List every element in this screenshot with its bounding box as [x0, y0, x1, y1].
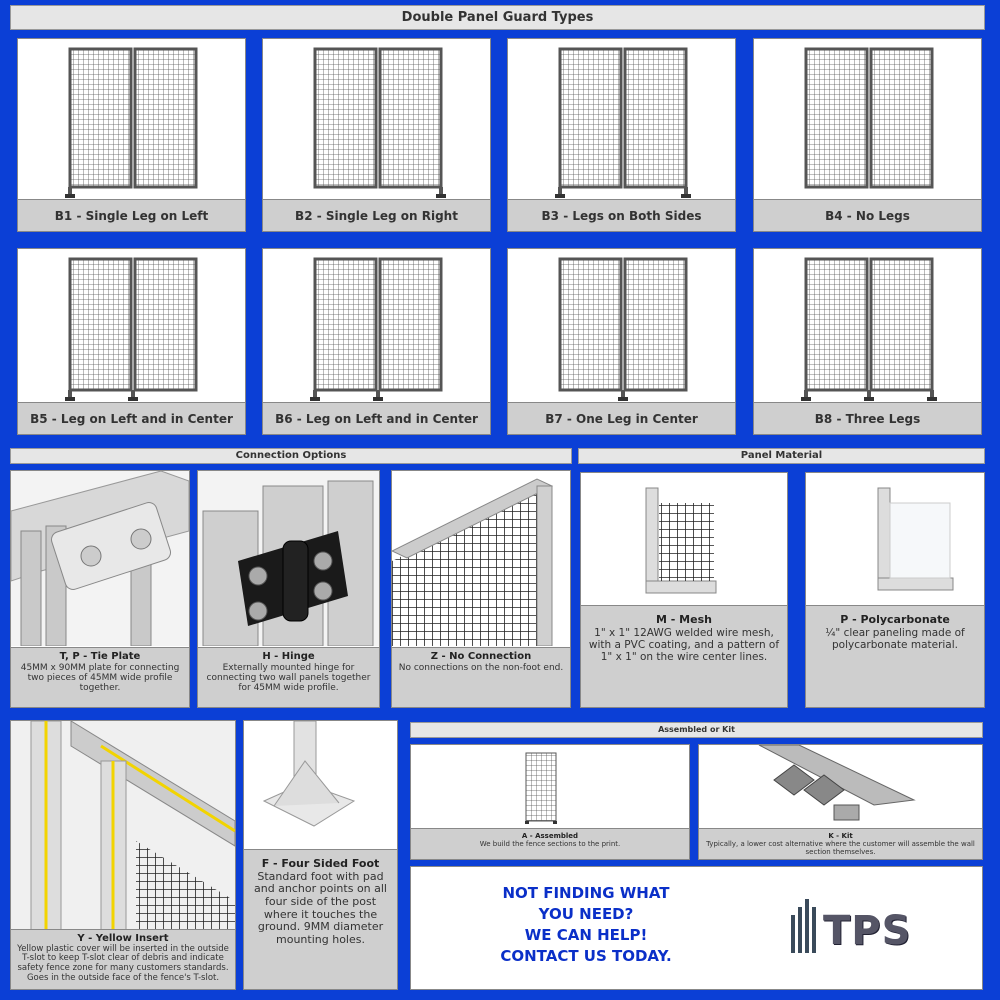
- guard-type-label: B2 - Single Leg on Right: [263, 199, 490, 231]
- logo-text: TPS: [823, 908, 912, 954]
- contact-line: YOU NEED?: [538, 905, 634, 923]
- double-panel-image: [558, 257, 688, 401]
- guard-type-label: B8 - Three Legs: [754, 402, 981, 434]
- tie-plate-image: [11, 471, 189, 646]
- guard-type-card[interactable]: B8 - Three Legs: [753, 248, 982, 435]
- assembled-name: A - Assembled: [521, 832, 579, 840]
- polycarbonate-image: [877, 487, 954, 591]
- guard-type-card[interactable]: B1 - Single Leg on Left: [17, 38, 246, 232]
- double-panel-image: [65, 257, 198, 401]
- yellow-insert-name: Y - Yellow Insert: [77, 933, 169, 944]
- guard-type-card[interactable]: B3 - Legs on Both Sides: [507, 38, 736, 232]
- page-title: Double Panel Guard Types: [10, 5, 985, 30]
- guard-type-card[interactable]: B2 - Single Leg on Right: [262, 38, 491, 232]
- contact-line: NOT FINDING WHAT: [502, 884, 670, 902]
- hinge-name: H - Hinge: [262, 651, 315, 662]
- contact-line: CONTACT US TODAY.: [500, 947, 672, 965]
- guard-type-card[interactable]: B7 - One Leg in Center: [507, 248, 736, 435]
- logo-bars-icon: [791, 899, 816, 953]
- guard-type-card[interactable]: B5 - Leg on Left and in Center: [17, 248, 246, 435]
- double-panel-image: [313, 47, 446, 198]
- no-connection-image: [392, 471, 570, 646]
- polycarbonate-desc: ¼" clear paneling made of polycarbonate …: [825, 626, 965, 651]
- contact-box[interactable]: NOT FINDING WHAT YOU NEED? WE CAN HELP! …: [410, 866, 983, 990]
- contact-message[interactable]: NOT FINDING WHAT YOU NEED? WE CAN HELP! …: [471, 883, 701, 967]
- connection-options-header: Connection Options: [10, 448, 572, 464]
- foot-name: F - Four Sided Foot: [261, 857, 380, 870]
- panel-material-header: Panel Material: [578, 448, 985, 464]
- assembled-image: [525, 752, 557, 824]
- no-connection-name: Z - No Connection: [430, 651, 532, 662]
- guard-type-label: B7 - One Leg in Center: [508, 402, 735, 434]
- polycarbonate-name: P - Polycarbonate: [840, 613, 950, 626]
- yellow-insert-desc: Yellow plastic cover will be inserted in…: [17, 943, 229, 983]
- foot-image: [262, 721, 356, 827]
- guard-type-label: B6 - Leg on Left and in Center: [263, 402, 490, 434]
- tie-plate-desc: 45MM x 90MM plate for connecting two pie…: [20, 662, 180, 694]
- foot-desc: Standard foot with pad and anchor points…: [253, 869, 387, 946]
- double-panel-image: [804, 47, 934, 189]
- kit-name: K - Kit: [828, 832, 853, 840]
- yellow-insert-image: [11, 721, 235, 931]
- guard-type-label: B5 - Leg on Left and in Center: [18, 402, 245, 434]
- guard-type-card[interactable]: B6 - Leg on Left and in Center: [262, 248, 491, 435]
- guard-type-label: B3 - Legs on Both Sides: [508, 199, 735, 231]
- mesh-name: M - Mesh: [656, 613, 712, 626]
- guard-type-card[interactable]: B4 - No Legs: [753, 38, 982, 232]
- kit-desc: Typically, a lower cost alternative wher…: [706, 840, 975, 857]
- double-panel-image: [310, 257, 443, 401]
- assembled-or-kit-header: Assembled or Kit: [410, 722, 983, 738]
- mesh-desc: 1" x 1" 12AWG welded wire mesh, with a P…: [588, 626, 780, 663]
- double-panel-image: [65, 47, 198, 198]
- guard-type-label: B1 - Single Leg on Left: [18, 199, 245, 231]
- hinge-image: [198, 471, 379, 646]
- assembled-desc: We build the fence sections to the print…: [479, 840, 621, 849]
- guard-type-label: B4 - No Legs: [754, 199, 981, 231]
- double-panel-image: [555, 47, 691, 198]
- no-connection-desc: No connections on the non-foot end.: [398, 662, 564, 673]
- kit-image: [758, 745, 916, 821]
- hinge-desc: Externally mounted hinge for connecting …: [206, 662, 371, 694]
- contact-line: WE CAN HELP!: [524, 926, 648, 944]
- tie-plate-name: T, P - Tie Plate: [59, 651, 141, 662]
- tps-logo: TPS: [789, 895, 911, 953]
- mesh-image: [645, 487, 717, 594]
- double-panel-image: [801, 257, 937, 401]
